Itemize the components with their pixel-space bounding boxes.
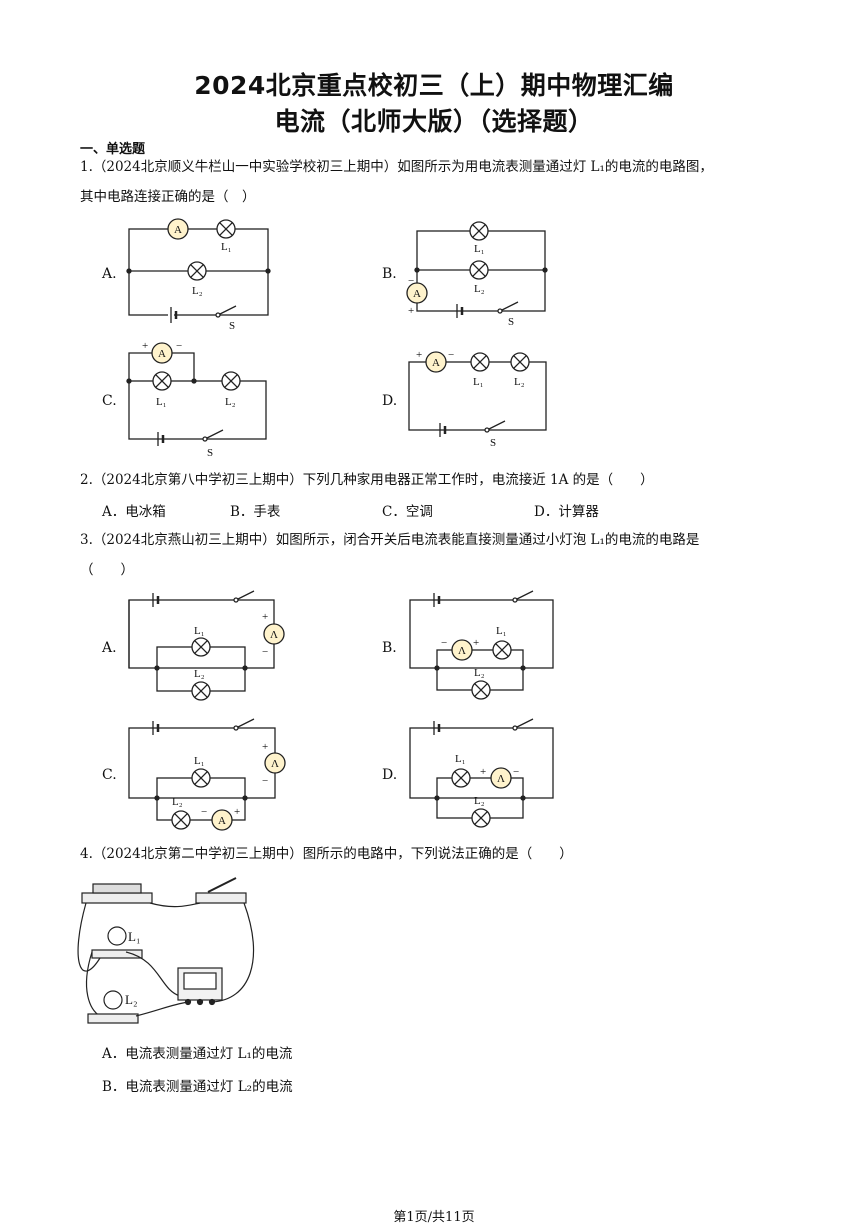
- q3-circuit-d: [409, 718, 554, 828]
- page-subtitle: 电流（北师大版）（选择题）: [274, 107, 594, 136]
- q3-option-d-label[interactable]: D.: [382, 767, 398, 783]
- q3b-l2-label: L₂: [474, 667, 485, 679]
- q3c-ammeter-bottom-label: A: [218, 815, 226, 827]
- q3d-plus: +: [480, 766, 486, 778]
- q1-circuit-a: [126, 218, 271, 323]
- q3a-ammeter-label: Λ: [270, 629, 278, 641]
- q1c-switch-label: S: [207, 447, 213, 459]
- question-2-text: 2.（2024北京第八中学初三上期中）下列几种家用电器正常工作时，电流接近 1A…: [80, 472, 654, 488]
- question-1-text: 1.（2024北京顺义牛栏山一中实验学校初三上期中）如图所示为用电流表测量通过灯…: [80, 159, 713, 175]
- q1b-plus: +: [408, 305, 414, 317]
- page-footer: 第1页/共11页: [393, 1210, 475, 1225]
- q1d-l2-label: L₂: [514, 376, 525, 388]
- q3c-plus-bottom: +: [234, 806, 240, 818]
- q1b-l1-label: L₁: [474, 243, 485, 255]
- q4-option-b[interactable]: B．电流表测量通过灯 L₂的电流: [102, 1079, 293, 1095]
- q1a-ammeter-label: A: [174, 224, 182, 236]
- q1d-ammeter-label: A: [432, 357, 440, 369]
- q4-l2-label: L₂: [125, 992, 137, 1007]
- q4-option-a[interactable]: A．电流表测量通过灯 L₁的电流: [102, 1046, 293, 1062]
- q3a-l1-label: L₁: [194, 625, 205, 637]
- q3d-minus: −: [513, 766, 519, 778]
- q3b-l1-label: L₁: [496, 625, 507, 637]
- q3d-l2-label: L₂: [474, 795, 485, 807]
- q1-option-c-label[interactable]: C.: [102, 393, 117, 409]
- q2-option-d[interactable]: D．计算器: [534, 504, 599, 520]
- q2-option-a[interactable]: A．电冰箱: [102, 504, 166, 520]
- q3c-ammeter-right-label: Λ: [271, 758, 279, 770]
- q1-circuit-d: [408, 351, 547, 437]
- q1-option-b-label[interactable]: B.: [382, 266, 397, 282]
- q3-option-b-label[interactable]: B.: [382, 640, 397, 656]
- q3d-ammeter-label: Λ: [497, 773, 505, 785]
- q4-physical-circuit: [77, 877, 255, 1024]
- q3-circuit-a: [128, 590, 285, 701]
- q3b-plus: +: [473, 637, 479, 649]
- q1d-minus: −: [448, 349, 454, 361]
- q2-option-b[interactable]: B．手表: [230, 504, 281, 520]
- q1-option-a-label[interactable]: A.: [102, 266, 117, 282]
- q3-option-c-label[interactable]: C.: [102, 767, 117, 783]
- question-1-text-cont: 其中电路连接正确的是（ ）: [80, 189, 256, 205]
- q1a-l2-label: L₂: [192, 285, 203, 297]
- q3c-minus-bottom: −: [201, 806, 207, 818]
- q3b-ammeter-label: Λ: [458, 645, 466, 657]
- q1c-ammeter-label: A: [158, 348, 166, 360]
- q3-circuit-b: [409, 590, 554, 700]
- q3d-l1-label: L₁: [455, 753, 466, 765]
- q1c-plus: +: [142, 340, 148, 352]
- q1a-l1-label: L₁: [221, 241, 232, 253]
- q3a-plus: +: [262, 611, 268, 623]
- q1b-switch-label: S: [508, 316, 514, 328]
- q1-option-d-label[interactable]: D.: [382, 393, 398, 409]
- q3a-l2-label: L₂: [194, 668, 205, 680]
- q3-circuit-c: [128, 718, 286, 831]
- q1d-plus: +: [416, 349, 422, 361]
- q1c-l1-label: L₁: [156, 396, 167, 408]
- q1b-ammeter-label: A: [413, 288, 421, 300]
- q3c-plus-right: +: [262, 741, 268, 753]
- q1d-l1-label: L₁: [473, 376, 484, 388]
- q3c-minus-right: −: [262, 775, 268, 787]
- q3a-minus: −: [262, 646, 268, 658]
- question-3-text-cont: （ ）: [80, 562, 134, 578]
- q1c-minus: −: [176, 340, 182, 352]
- question-4-text: 4.（2024北京第二中学初三上期中）图所示的电路中，下列说法正确的是（ ）: [80, 846, 573, 862]
- q1d-switch-label: S: [490, 437, 496, 449]
- q3-option-a-label[interactable]: A.: [102, 640, 117, 656]
- q3c-l1-label: L₁: [194, 755, 205, 767]
- q1-circuit-c: [126, 342, 267, 446]
- q1b-minus: −: [408, 275, 414, 287]
- q4-l1-label: L₁: [128, 929, 140, 944]
- question-3-text: 3.（2024北京燕山初三上期中）如图所示，闭合开关后电流表能直接测量通过小灯泡…: [80, 532, 700, 548]
- q1b-l2-label: L₂: [474, 283, 485, 295]
- q3c-l2-label: L₂: [172, 796, 183, 808]
- q3b-minus: −: [441, 637, 447, 649]
- q2-option-c[interactable]: C．空调: [382, 504, 433, 520]
- page-title: 2024北京重点校初三（上）期中物理汇编: [194, 71, 674, 100]
- q1a-switch-label: S: [229, 320, 235, 332]
- q1-circuit-b: [406, 221, 548, 318]
- section-heading: 一、单选题: [80, 142, 146, 157]
- q1c-l2-label: L₂: [225, 396, 236, 408]
